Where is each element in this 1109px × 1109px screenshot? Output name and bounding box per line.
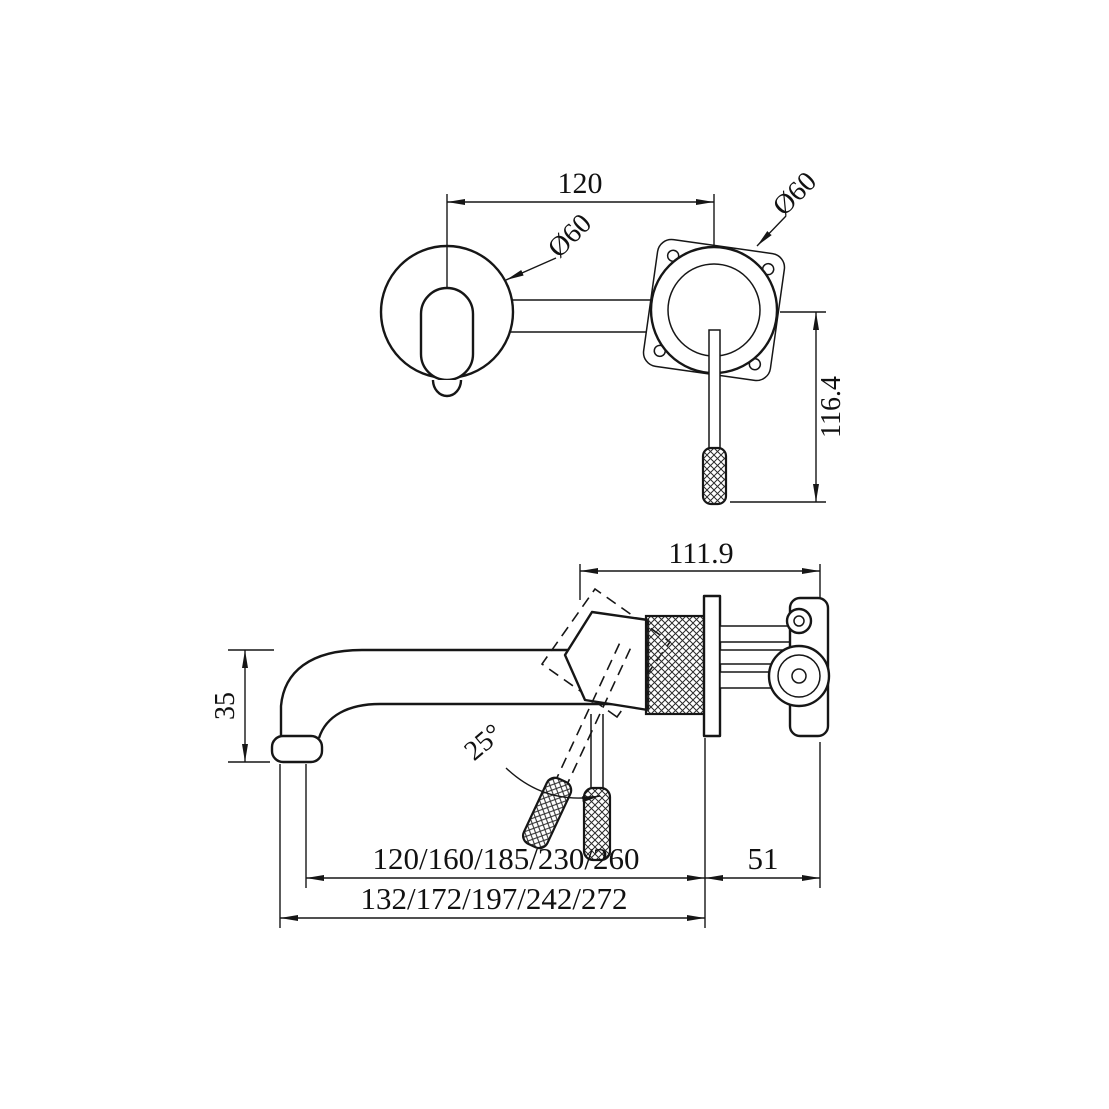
knurled-barrel	[644, 614, 706, 716]
dim-51-label: 51	[748, 841, 779, 876]
dim-35-label: 35	[210, 692, 241, 720]
dim-dia60-mixer-label: Ø60	[767, 166, 823, 222]
dim-120-label: 120	[558, 167, 603, 200]
bracket-screw-inner	[793, 615, 805, 627]
angle-arc	[505, 767, 601, 803]
spout-outer-profile	[279, 648, 642, 736]
leader-line	[756, 215, 787, 247]
inlet-circle-inner	[791, 668, 807, 684]
wall-flange	[702, 594, 722, 738]
side-view: 25° 111.9 35 120/160/185/230/260 51 132/…	[210, 537, 831, 928]
handle-rod-dashed	[567, 648, 632, 784]
spout-aerator-tip	[270, 734, 324, 764]
spout-aerator-dome	[431, 379, 463, 398]
handle-grip-top-view	[701, 446, 728, 506]
handle-grip-vertical	[582, 786, 612, 862]
spout-inner-profile	[317, 702, 642, 739]
leader-line	[505, 257, 557, 281]
dim-spout-reach-label: 120/160/185/230/260	[373, 841, 640, 876]
spout-body	[419, 286, 475, 382]
dim-111-9-label: 111.9	[668, 537, 733, 570]
handle-rotated-25	[521, 643, 632, 850]
dim-dia60-spout-label: Ø60	[542, 208, 598, 264]
handle-grip-rotated	[521, 776, 573, 850]
dim-116-4-label: 116.4	[816, 376, 847, 438]
inlet-circle-mid	[777, 654, 821, 698]
handle-rod-top-view	[708, 329, 721, 449]
top-view: 120 Ø60 Ø60 116.4	[379, 166, 847, 506]
bracket-screw-outer	[785, 607, 813, 635]
dim-overall-reach-label: 132/172/197/242/272	[361, 881, 628, 916]
in-wall-body-section	[719, 625, 793, 643]
handle-rod-dashed	[556, 643, 621, 779]
valve-body-facets	[563, 610, 650, 712]
dim-25deg-label: 25°	[459, 718, 509, 767]
